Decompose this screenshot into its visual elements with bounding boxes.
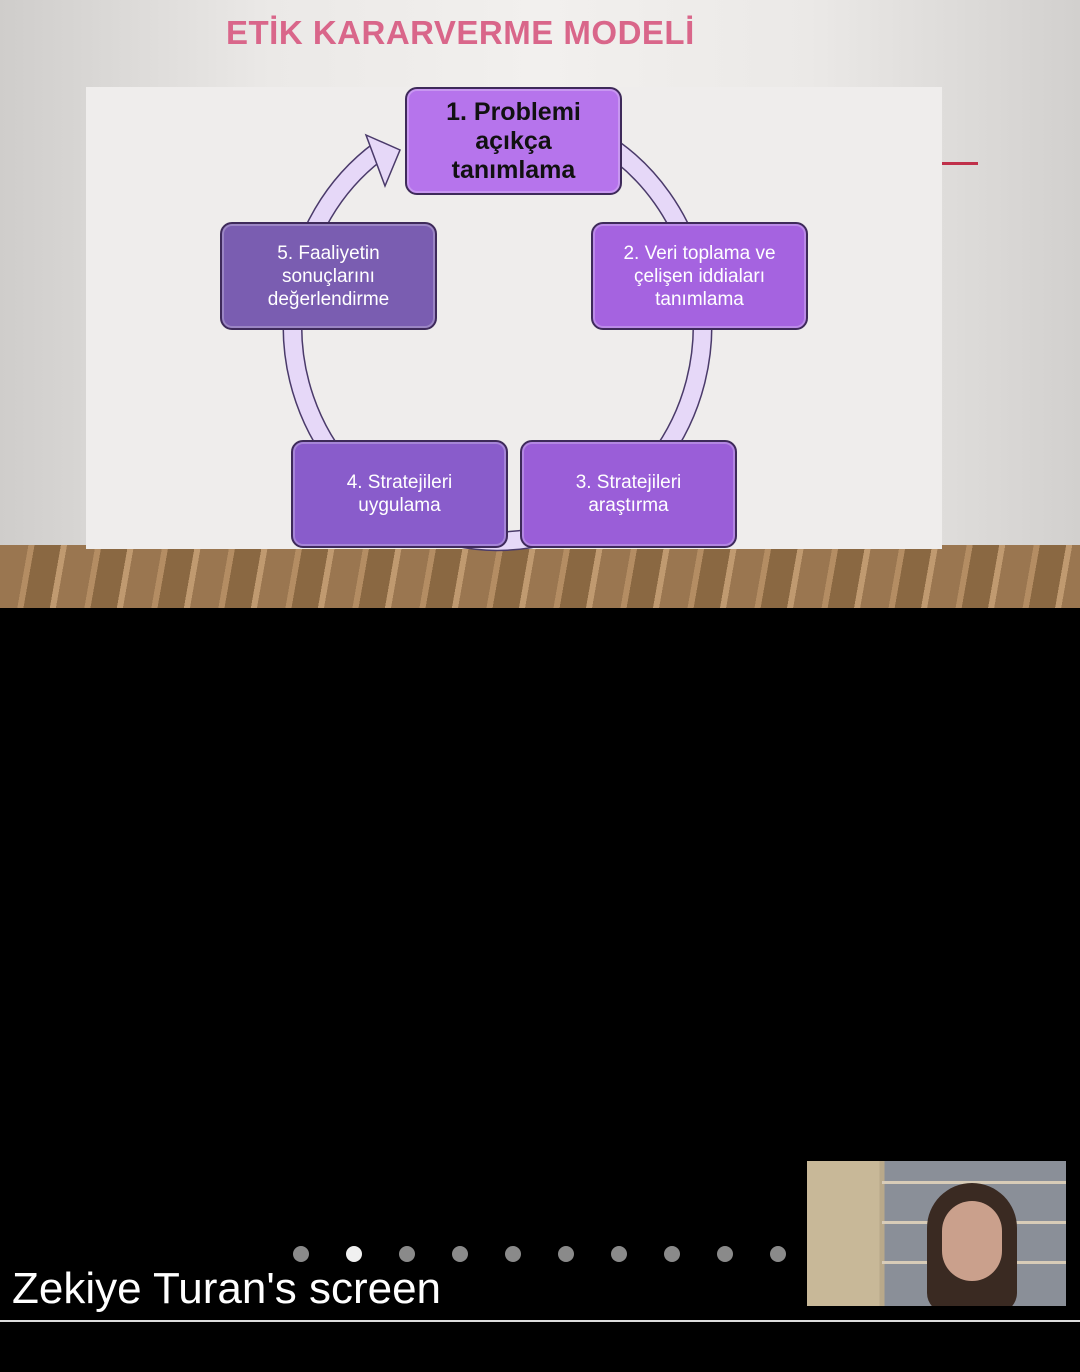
page-indicator[interactable]	[293, 1246, 786, 1262]
page-dot[interactable]	[770, 1246, 786, 1262]
screen-share-caption: Zekiye Turan's screen	[12, 1264, 442, 1313]
slide-title: ETİK KARARVERME MODELİ	[226, 14, 695, 51]
page-dot[interactable]	[611, 1246, 627, 1262]
participant-video-thumbnail[interactable]	[807, 1161, 1066, 1306]
page-dot[interactable]	[558, 1246, 574, 1262]
shared-screen-slide: ETİK KARARVERME MODELİ 1. Problemi açıkç…	[0, 0, 1080, 608]
divider	[0, 1320, 1080, 1322]
step-2-box: 2. Veri toplama ve çelişen iddiaları tan…	[591, 222, 808, 330]
step-4-box: 4. Stratejileri uygulama	[291, 440, 508, 548]
page-dot[interactable]	[293, 1246, 309, 1262]
page-dot[interactable]	[399, 1246, 415, 1262]
participant-face	[942, 1201, 1002, 1281]
page-dot[interactable]	[452, 1246, 468, 1262]
page-dot[interactable]	[505, 1246, 521, 1262]
red-accent-line	[942, 162, 978, 165]
page-dot[interactable]	[346, 1246, 362, 1262]
page-dot[interactable]	[664, 1246, 680, 1262]
step-3-box: 3. Stratejileri araştırma	[520, 440, 737, 548]
page-dot[interactable]	[717, 1246, 733, 1262]
step-5-box: 5. Faaliyetin sonuçlarını değerlendirme	[220, 222, 437, 330]
arrowhead-icon	[364, 133, 401, 189]
step-1-box: 1. Problemi açıkça tanımlama	[405, 87, 622, 195]
wooden-floor	[0, 545, 1080, 608]
